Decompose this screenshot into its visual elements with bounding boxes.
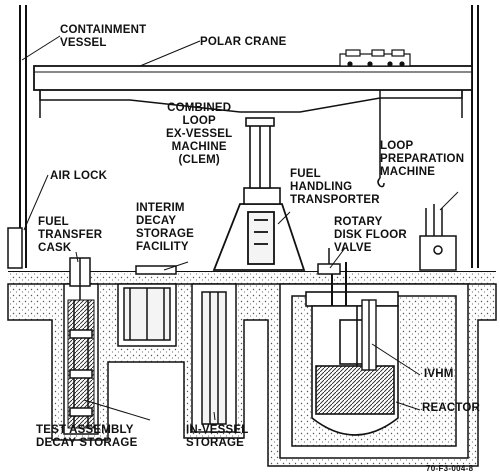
crane-hook (377, 90, 385, 188)
interim-decay-storage-facility (117, 265, 177, 347)
label-fuel-transfer-cask: FUEL TRANSFER CASK (38, 216, 103, 254)
test-assembly-decay-storage (63, 283, 99, 435)
label-interim-decay-storage: INTERIM DECAY STORAGE FACILITY (136, 202, 195, 253)
label-clem: COMBINED LOOP EX-VESSEL MACHINE (CLEM) (166, 102, 233, 166)
polar-crane (33, 65, 473, 118)
air-lock (7, 227, 23, 269)
fuel-handling-transporter (212, 203, 306, 271)
crane-trolley-icon (339, 49, 411, 67)
label-test-assembly-decay-storage: TEST ASSEMBLY DECAY STORAGE (36, 424, 138, 449)
clem-machine (243, 117, 281, 205)
label-fuel-handling-transporter: FUEL HANDLING TRANSPORTER (290, 168, 380, 206)
label-ivhm: IVHM (424, 368, 454, 380)
label-reactor: REACTOR (422, 402, 481, 414)
in-vessel-storage (191, 283, 237, 433)
label-loop-preparation-machine: LOOP PREPARATION MACHINE (380, 140, 465, 178)
loop-preparation-machine (419, 204, 457, 271)
label-air-lock: AIR LOCK (50, 170, 108, 182)
fuel-transfer-cask (69, 257, 91, 300)
label-rotary-disk-floor-valve: ROTARY DISK FLOOR VALVE (334, 216, 407, 254)
label-containment-vessel: CONTAINMENT VESSEL (60, 24, 147, 49)
label-in-vessel-storage: IN-VESSEL STORAGE (186, 424, 249, 449)
label-polar-crane: POLAR CRANE (200, 36, 287, 48)
rotary-disk-floor-valve (317, 248, 341, 275)
label-leader-lines (21, 35, 459, 421)
figure-reference-code: 70-F3-004-8 (426, 464, 474, 473)
ivhm-component (361, 299, 377, 371)
